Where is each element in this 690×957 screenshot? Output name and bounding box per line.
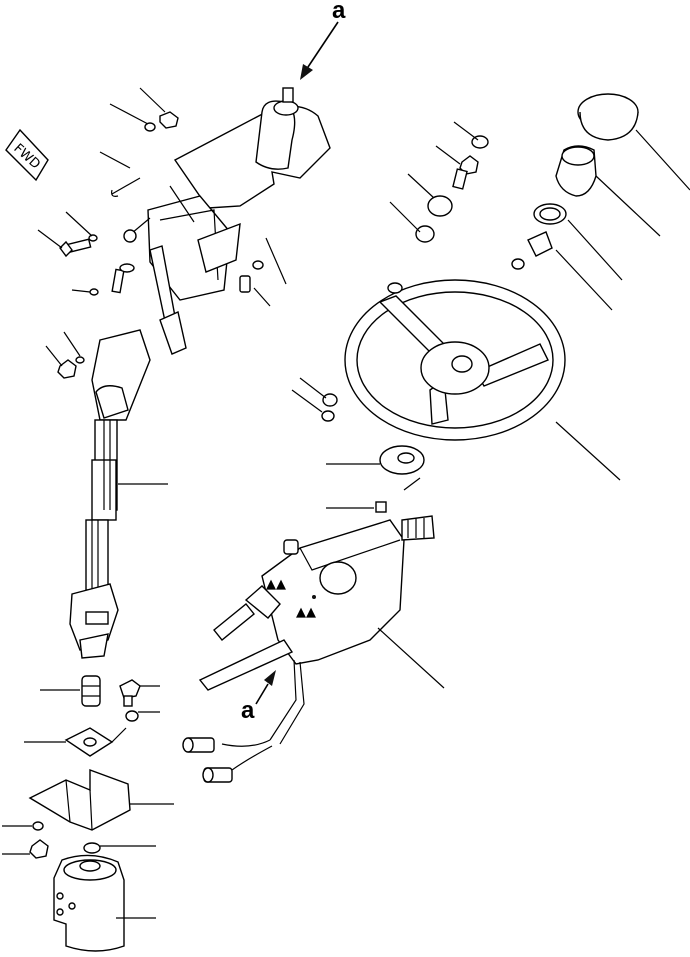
horn-parts (415, 93, 639, 270)
svg-text:▲▲: ▲▲ (266, 577, 286, 592)
column-switch-housing: ▲▲ ▲▲ (198, 515, 435, 745)
tilt-lever (123, 229, 187, 355)
column-cover-assembly (125, 87, 331, 301)
wire-harness (182, 737, 273, 783)
callout-a-mid-arrow (255, 670, 276, 705)
lower-parts (28, 675, 141, 952)
leader-lines (2, 87, 690, 919)
callout-a-top-arrow (300, 21, 339, 80)
steering-wheel (321, 279, 566, 441)
steering-shaft (69, 329, 151, 659)
fwd-direction-tag: FWD (5, 128, 49, 182)
cover-fasteners (57, 111, 264, 379)
callout-a-top: a (332, 0, 346, 24)
cancel-cam (375, 445, 425, 513)
svg-text:▲▲: ▲▲ (296, 605, 316, 620)
callout-a-mid: a (241, 697, 255, 724)
